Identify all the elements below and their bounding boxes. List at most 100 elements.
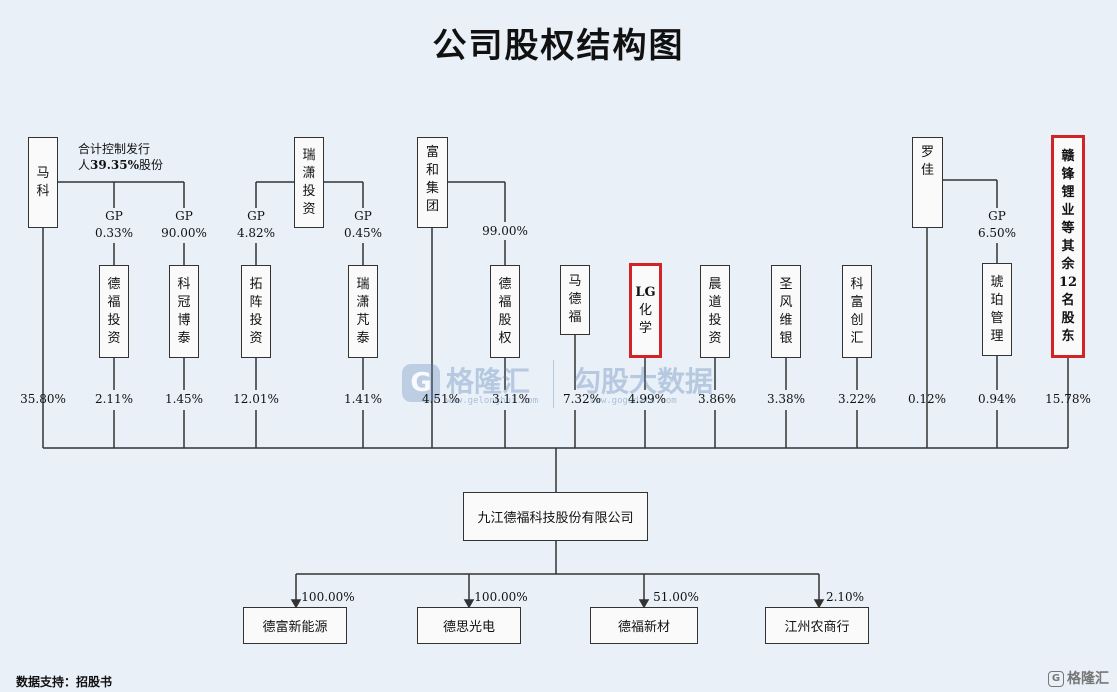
vertical-char: 晨: [708, 276, 722, 292]
vertical-char: 业: [1061, 202, 1075, 218]
vertical-char: 潇: [302, 165, 316, 181]
vertical-char: 银: [779, 330, 793, 346]
vertical-char: 泰: [356, 330, 370, 346]
gp-label-keguan: GP 90.00%: [154, 208, 214, 242]
entity-fuhe-jituan: 富和集团: [417, 137, 448, 228]
pct-ruixiao-pengtai: 1.41%: [343, 392, 383, 406]
entity-hupo-guanli: 琥珀管理: [982, 263, 1012, 356]
pct-jiangzhou-bank: 2.10%: [825, 590, 865, 604]
vertical-char: 投: [249, 312, 263, 328]
control-note-suffix: 股份: [139, 158, 164, 172]
vertical-char: 阵: [249, 294, 263, 310]
entity-luojia: 罗佳: [912, 137, 943, 228]
entity-mage: 马科: [28, 137, 58, 228]
vertical-char: 维: [779, 312, 793, 328]
vertical-char: 泰: [177, 330, 191, 346]
vertical-char: 圣: [779, 276, 793, 292]
entity-defu-touzi: 德福投资: [99, 265, 129, 358]
control-note-pct: 39.35%: [90, 158, 139, 172]
vertical-char: 冠: [177, 294, 191, 310]
entity-defu-guquan: 德福股权: [490, 265, 520, 358]
vertical-char: 马: [568, 274, 582, 289]
vertical-char: 德: [498, 276, 512, 292]
gp-pct: 90.00%: [161, 226, 207, 240]
watermark-url: www.gogudata.com: [590, 396, 677, 406]
vertical-char: 芃: [356, 312, 370, 328]
vertical-char: 科: [177, 276, 191, 292]
vertical-char: 富: [425, 145, 439, 160]
gp-label: GP: [175, 209, 193, 223]
vertical-char: 汇: [850, 330, 864, 346]
control-note-line2: 人39.35%股份: [78, 157, 163, 173]
watermark-text: 勾股大数据: [573, 365, 714, 398]
subsidiary-defu-xinnengyuan: 德富新能源: [243, 607, 347, 644]
entity-keguan-botai: 科冠博泰: [169, 265, 199, 358]
gp-label-defu-touzi: GP 0.33%: [84, 208, 144, 242]
vertical-char: 资: [107, 330, 121, 346]
watermark-brand: 格隆汇: [446, 365, 531, 398]
vertical-char: 马: [36, 165, 50, 181]
chart-title: 公司股权结构图: [432, 26, 685, 66]
brand-logo-icon: G: [1048, 671, 1064, 687]
vertical-char: 投: [107, 312, 121, 328]
gp-label-hupo: GP 6.50%: [967, 208, 1027, 242]
vertical-char: 福: [107, 294, 121, 310]
vertical-char: 余: [1061, 256, 1075, 272]
entity-tuozhen-touzi: 拓阵投资: [241, 265, 271, 358]
gp-label: GP: [105, 209, 123, 223]
vertical-char: 博: [177, 312, 191, 328]
pct-kefu-chuanghui: 3.22%: [837, 392, 877, 406]
gp-label-defu-guquan: 99.00%: [475, 223, 535, 240]
vertical-char: 德: [107, 276, 121, 292]
watermark-url-left: www.gelonghui.com: [446, 396, 539, 406]
gp-pct: 0.45%: [343, 226, 383, 240]
entity-kefu-chuanghui: 科富创汇: [842, 265, 872, 358]
control-note-line1: 合计控制发行: [78, 142, 151, 156]
gp-label: GP: [988, 209, 1006, 223]
vertical-char: 权: [498, 330, 512, 346]
gp-pct: 6.50%: [977, 226, 1017, 240]
pct-chendao-touzi: 3.86%: [697, 392, 737, 406]
vertical-char: 投: [302, 183, 316, 199]
pct-defu-xinnengyuan: 100.00%: [301, 590, 355, 604]
vertical-char: 琥: [990, 274, 1004, 290]
vertical-char: 锂: [1061, 184, 1075, 200]
vertical-char: 和: [425, 163, 439, 178]
vertical-char: 投: [708, 312, 722, 328]
vertical-char: 风: [779, 294, 793, 310]
pct-shengfeng-weiyin: 3.38%: [766, 392, 806, 406]
subsidiary-desi-guangdian: 德思光电: [417, 607, 521, 644]
vertical-char: 名: [1061, 292, 1075, 308]
corner-brand-text: 格隆汇: [1067, 671, 1109, 687]
subsidiary-defu-xincai: 德福新材: [590, 607, 698, 644]
control-note-prefix: 人: [78, 158, 91, 172]
gp-pct: 0.33%: [94, 226, 134, 240]
entity-madefu: 马德福: [560, 265, 590, 335]
vertical-char: 瑞: [356, 276, 370, 292]
pct-defu-touzi: 2.11%: [94, 392, 134, 406]
vertical-char: 等: [1061, 220, 1075, 236]
pct-fuhe-jituan: 4.51%: [421, 392, 461, 406]
pct-defu-xincai: 51.00%: [653, 590, 699, 604]
pct-tuozhen-touzi: 12.01%: [233, 392, 279, 406]
vertical-char: 潇: [356, 294, 370, 310]
vertical-char: 德: [568, 292, 582, 307]
pct-ganfeng-others: 15.78%: [1045, 392, 1091, 406]
vertical-char: 佳: [920, 163, 934, 178]
entity-lg-chem: LG 化 学: [629, 263, 662, 358]
pct-defu-guquan: 3.11%: [491, 392, 531, 406]
entity-ruixiao-touzi: 瑞潇投资: [294, 137, 324, 228]
vertical-char: 赣: [1061, 148, 1075, 164]
data-source: 数据支持：招股书: [16, 675, 113, 689]
vertical-char: 创: [850, 312, 864, 328]
vertical-char: 拓: [249, 276, 263, 292]
vertical-char: 资: [708, 330, 722, 346]
lg-label: LG: [635, 284, 656, 300]
vertical-char: 富: [850, 294, 864, 310]
vertical-char: 科: [36, 183, 50, 199]
vertical-char: 珀: [990, 292, 1004, 308]
lg-char-2: 学: [638, 320, 652, 336]
